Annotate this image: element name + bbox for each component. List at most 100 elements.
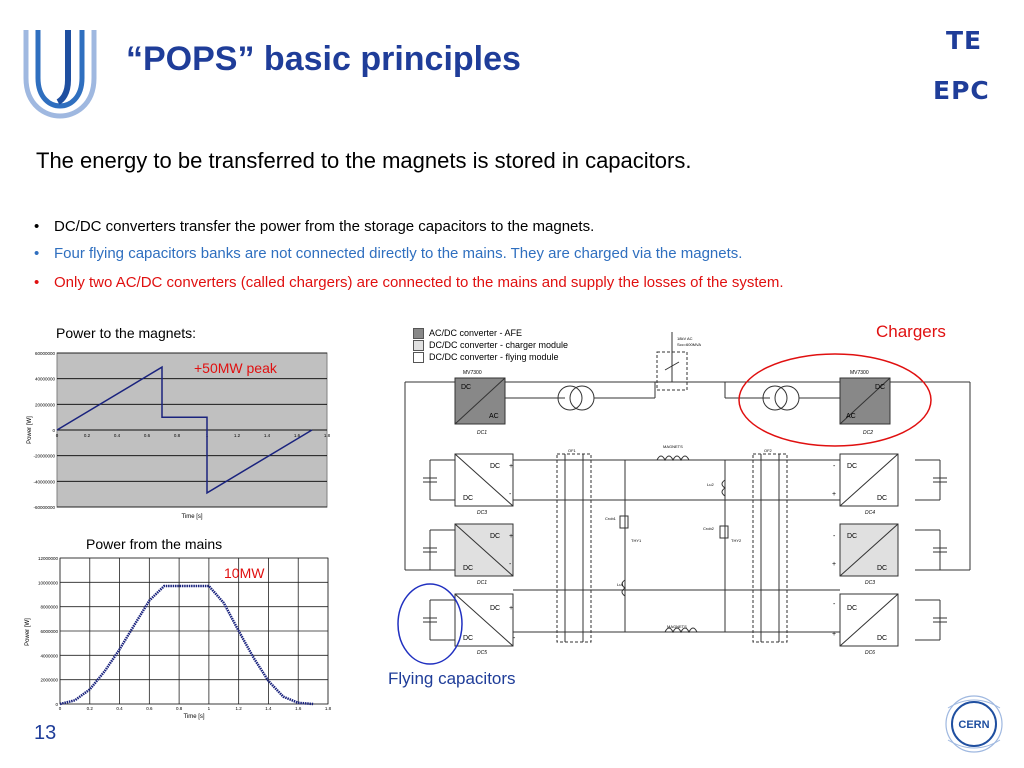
epc-logo-text: EPC (933, 76, 990, 105)
svg-text:MAGNETS: MAGNETS (667, 624, 687, 629)
x-tick-label: 0.6 (146, 706, 153, 711)
y-tick-label: 2000000 (40, 678, 58, 683)
svg-text:+: + (832, 561, 836, 568)
x-tick-label: 0.2 (87, 706, 94, 711)
svg-text:DC: DC (463, 635, 473, 642)
x-tick-label: 1 (208, 706, 211, 711)
dcdc-module-dc2: DC DC + - DC1 (454, 523, 514, 586)
x-tick-label: 0.2 (84, 433, 91, 438)
svg-text:-: - (513, 635, 516, 642)
svg-text:AC: AC (846, 413, 856, 420)
u-logo (23, 30, 97, 119)
chargers-highlight-circle (738, 353, 932, 447)
svg-text:Lu2: Lu2 (707, 482, 714, 487)
y-tick-label: 0 (52, 428, 55, 433)
svg-text:-: - (509, 561, 512, 568)
x-tick-label: 0.8 (176, 706, 183, 711)
svg-text:CERN: CERN (958, 719, 989, 731)
svg-text:DC: DC (490, 463, 500, 470)
svg-text:+: + (509, 605, 513, 612)
x-tick-label: 0.6 (144, 433, 151, 438)
afe-converter-right: DC AC MV7300 DC2 (839, 370, 891, 436)
y-tick-label: 20000000 (35, 402, 56, 407)
x-tick-label: 0.4 (114, 433, 121, 438)
svg-text:DC: DC (847, 533, 857, 540)
cern-logo: CERN (945, 695, 1003, 753)
y-tick-label: 0 (55, 702, 58, 707)
svg-text:DC: DC (490, 605, 500, 612)
y-tick-label: 40000000 (35, 377, 56, 382)
y-tick-label: 6000000 (40, 629, 58, 634)
y-axis-label: Power [W] (27, 416, 33, 444)
svg-text:DC3: DC3 (477, 510, 487, 516)
svg-text:Crob1: Crob1 (605, 516, 617, 521)
svg-text:DC: DC (490, 533, 500, 540)
svg-text:18kV AC: 18kV AC (677, 336, 693, 341)
y-tick-label: 8000000 (40, 605, 58, 610)
x-tick-label: 1.2 (236, 706, 243, 711)
svg-text:DC1: DC1 (477, 580, 487, 586)
x-tick-label: 1.8 (324, 433, 331, 438)
svg-text:DC2: DC2 (863, 430, 873, 436)
dcdc-module-dc3-right: DC DC - + DC3 (832, 523, 899, 586)
y-tick-label: 12000000 (38, 556, 59, 561)
svg-text:DC: DC (877, 635, 887, 642)
y-tick-label: -40000000 (33, 479, 55, 484)
y-axis-label: Power [W] (25, 618, 31, 646)
label-peak: +50MW peak (194, 360, 277, 376)
svg-text:THY2: THY2 (731, 538, 742, 543)
svg-text:-: - (833, 601, 836, 608)
svg-text:Scc=600MVA: Scc=600MVA (677, 342, 701, 347)
svg-text:-: - (509, 491, 512, 498)
dcdc-module-dc6: DC DC - + DC6 (832, 593, 899, 656)
svg-text:-: - (833, 463, 836, 470)
label-10mw: 10MW (224, 565, 265, 581)
svg-text:-: - (833, 533, 836, 540)
y-tick-label: 10000000 (38, 580, 59, 585)
label-power-magnets: Power to the magnets: (56, 325, 197, 341)
svg-text:DC: DC (463, 495, 473, 502)
svg-text:DC5: DC5 (477, 650, 487, 656)
x-tick-label: 0 (56, 433, 59, 438)
x-tick-label: 1.8 (325, 706, 332, 711)
diagram-legend: AC/DC converter - AFE DC/DC converter - … (413, 327, 568, 363)
dcdc-module-dc5: DC DC + - DC5 (454, 593, 516, 656)
x-tick-label: 1.2 (234, 433, 241, 438)
x-tick-label: 0 (59, 706, 62, 711)
headline: The energy to be transferred to the magn… (36, 148, 692, 173)
x-tick-label: 0.8 (174, 433, 181, 438)
svg-text:+: + (832, 491, 836, 498)
bullet-3: •Only two AC/DC converters (called charg… (34, 274, 784, 291)
y-tick-label: 4000000 (40, 653, 58, 658)
svg-text:MV7300: MV7300 (850, 370, 869, 376)
svg-text:DC1: DC1 (477, 430, 487, 436)
te-logo-text: TE (946, 26, 983, 55)
legend-item-flying: DC/DC converter - flying module (413, 351, 568, 363)
dcdc-module-dc4: DC DC - + DC4 (832, 453, 899, 516)
label-chargers: Chargers (876, 322, 946, 341)
svg-text:DC: DC (847, 463, 857, 470)
legend-item-charger: DC/DC converter - charger module (413, 339, 568, 351)
x-axis-label: Time [s] (181, 514, 202, 520)
legend-item-afe: AC/DC converter - AFE (413, 327, 568, 339)
x-axis-label: Time [s] (183, 714, 204, 720)
svg-text:DC3: DC3 (865, 580, 875, 586)
series-line (59, 584, 314, 706)
y-tick-label: 60000000 (35, 351, 56, 356)
label-flying-capacitors: Flying capacitors (388, 669, 516, 688)
x-tick-label: 1.4 (264, 433, 271, 438)
svg-text:DC6: DC6 (865, 650, 875, 656)
svg-text:DC: DC (877, 495, 887, 502)
svg-text:DC: DC (877, 565, 887, 572)
afe-converter-left: DC AC MV7300 DC1 (454, 370, 506, 436)
svg-text:AC: AC (489, 413, 499, 420)
svg-text:OF1: OF1 (568, 448, 577, 453)
x-tick-label: 0.4 (116, 706, 123, 711)
y-tick-label: -20000000 (33, 454, 55, 459)
svg-text:+: + (509, 463, 513, 470)
flying-capacitors-highlight-circle (397, 583, 463, 665)
svg-text:+: + (509, 533, 513, 540)
label-power-mains: Power from the mains (86, 536, 223, 552)
bullet-2: •Four flying capacitors banks are not co… (34, 245, 743, 262)
x-tick-label: 1.6 (295, 706, 302, 711)
